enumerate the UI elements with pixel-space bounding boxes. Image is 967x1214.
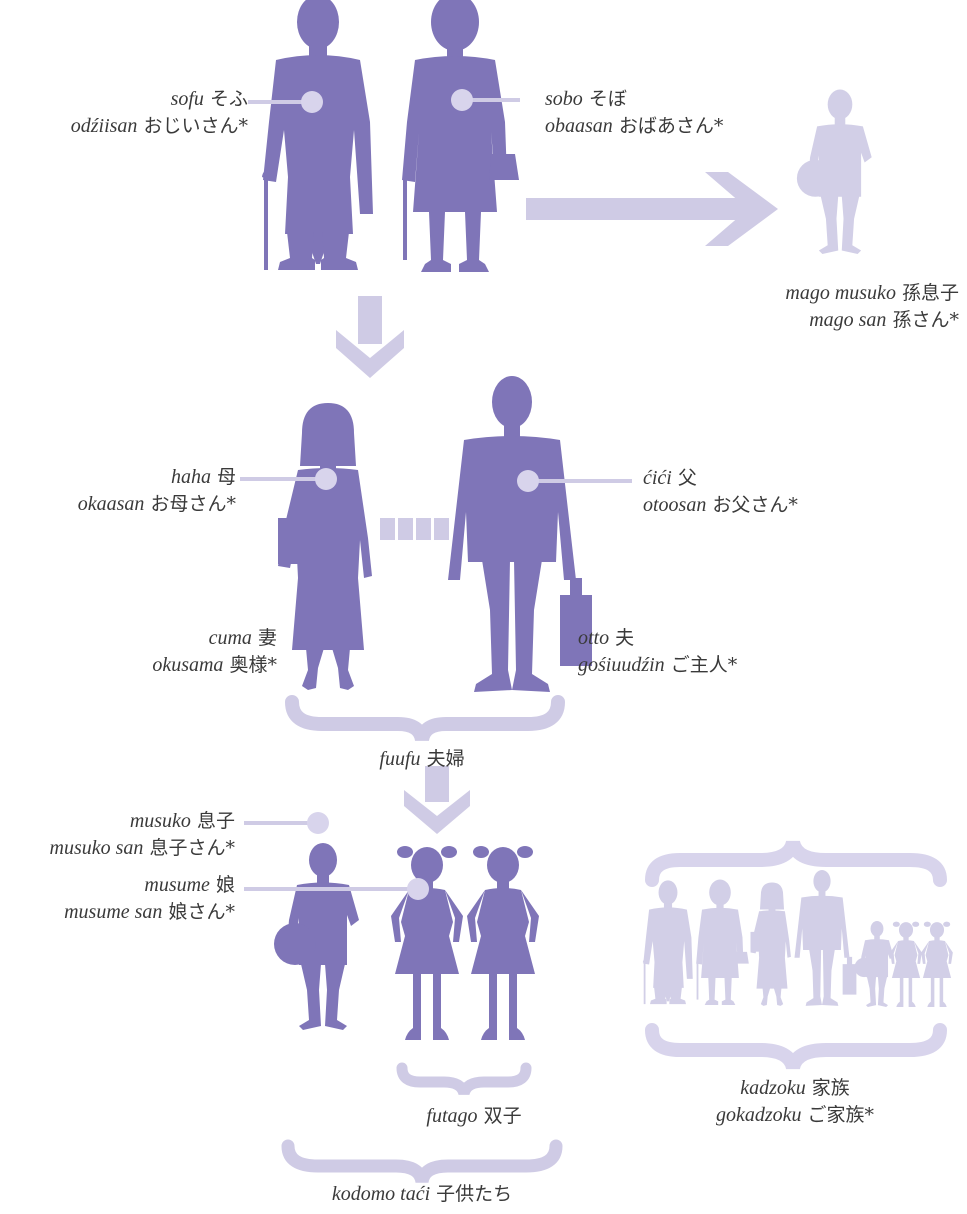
kana: 父: [677, 467, 697, 489]
couple-separator: [380, 518, 449, 540]
daughter-connector: [244, 878, 429, 900]
twin-daughter-figure: [467, 846, 539, 1040]
arrow-right-icon: [526, 172, 778, 246]
children-brace: [281, 1139, 563, 1184]
kana: ご家族*: [807, 1104, 875, 1126]
kana: 妻: [257, 627, 277, 649]
label-daughter: musume 娘 musume san 娘さん*: [64, 872, 235, 926]
romaji: musume san: [64, 901, 163, 923]
label-grandson: mago musuko 孫息子 mago san 孫さん*: [785, 280, 959, 334]
kana: 孫さん*: [892, 309, 959, 331]
grandfather-figure: [262, 0, 373, 270]
romaji: odźiisan: [70, 115, 138, 137]
romaji: okusama: [152, 654, 224, 676]
romaji: sofu: [170, 88, 204, 110]
grandfather-connector: [248, 91, 323, 113]
romaji: cuma: [208, 627, 252, 649]
label-children: kodomo taći 子供たち: [302, 1181, 542, 1208]
kana: 息子: [196, 810, 235, 832]
romaji: futago: [426, 1105, 478, 1127]
kana: お母さん*: [150, 493, 236, 515]
arrow-down-icon: [336, 296, 404, 378]
romaji: mago san: [809, 309, 887, 331]
kana: お父さん*: [712, 494, 798, 516]
couple-brace: [285, 695, 565, 742]
kana: 家族: [811, 1077, 850, 1099]
kana: 双子: [483, 1105, 522, 1127]
label-wife: cuma 妻 okusama 奥様*: [152, 625, 277, 679]
family-brace-top: [645, 840, 947, 887]
romaji: kodomo taći: [331, 1183, 431, 1205]
kana: 母: [216, 466, 236, 488]
romaji: haha: [170, 466, 211, 488]
grandmother-figure: [402, 0, 519, 272]
romaji: fuufu: [379, 748, 421, 770]
father-connector: [517, 470, 632, 492]
kana: おじいさん*: [143, 115, 248, 137]
kana: そぼ: [588, 88, 627, 110]
romaji: obaasan: [545, 115, 613, 137]
label-mother: haha 母 okaasan お母さん*: [78, 464, 236, 518]
mother-figure: [278, 403, 372, 690]
kana: おばあさん*: [618, 115, 724, 137]
arrow-down-icon: [404, 766, 470, 834]
romaji: sobo: [545, 88, 583, 110]
family-group-figures: [642, 869, 953, 1007]
romaji: musume: [144, 874, 210, 896]
romaji: kadzoku: [740, 1077, 806, 1099]
romaji: mago musuko: [785, 282, 896, 304]
twins-brace: [396, 1062, 532, 1096]
kana: そふ: [209, 88, 248, 110]
label-married-couple: fuufu 夫婦: [322, 746, 522, 773]
romaji: okaasan: [77, 493, 145, 515]
romaji: otoosan: [643, 494, 707, 516]
romaji: gokadzoku: [715, 1104, 802, 1126]
kana: 子供たち: [436, 1183, 513, 1205]
daughter-figure: [391, 846, 463, 1040]
kana: 夫: [615, 627, 635, 649]
romaji: otto: [578, 627, 610, 649]
kana: 夫婦: [426, 748, 465, 770]
mother-connector: [240, 468, 337, 490]
grandmother-connector: [451, 89, 520, 111]
grandson-figure: [796, 89, 872, 254]
label-son: musuko 息子 musuko san 息子さん*: [50, 808, 235, 862]
label-grandfather: sofu そふ odźiisan おじいさん*: [71, 86, 248, 140]
kana: 娘さん*: [168, 901, 235, 923]
kana: 孫息子: [901, 282, 959, 304]
son-connector: [244, 812, 329, 834]
label-husband: otto 夫 gośiuudźin ご主人*: [578, 625, 737, 679]
romaji: gośiuudźin: [578, 654, 665, 676]
label-grandmother: sobo そぼ obaasan おばあさん*: [545, 86, 723, 140]
label-family: kadzoku 家族 gokadzoku ご家族*: [680, 1075, 910, 1129]
label-twins: futago 双子: [384, 1103, 564, 1130]
romaji: musuko: [129, 810, 191, 832]
romaji: ćići: [643, 467, 672, 489]
label-father: ćići 父 otoosan お父さん*: [643, 465, 798, 519]
kana: ご主人*: [670, 654, 738, 676]
kana: 娘: [215, 874, 235, 896]
father-figure: [448, 376, 592, 692]
son-figure: [274, 843, 359, 1030]
kana: 奥様*: [229, 654, 277, 676]
family-brace-bottom: [645, 1023, 947, 1070]
romaji: musuko san: [49, 837, 144, 859]
kana: 息子さん*: [149, 837, 235, 859]
